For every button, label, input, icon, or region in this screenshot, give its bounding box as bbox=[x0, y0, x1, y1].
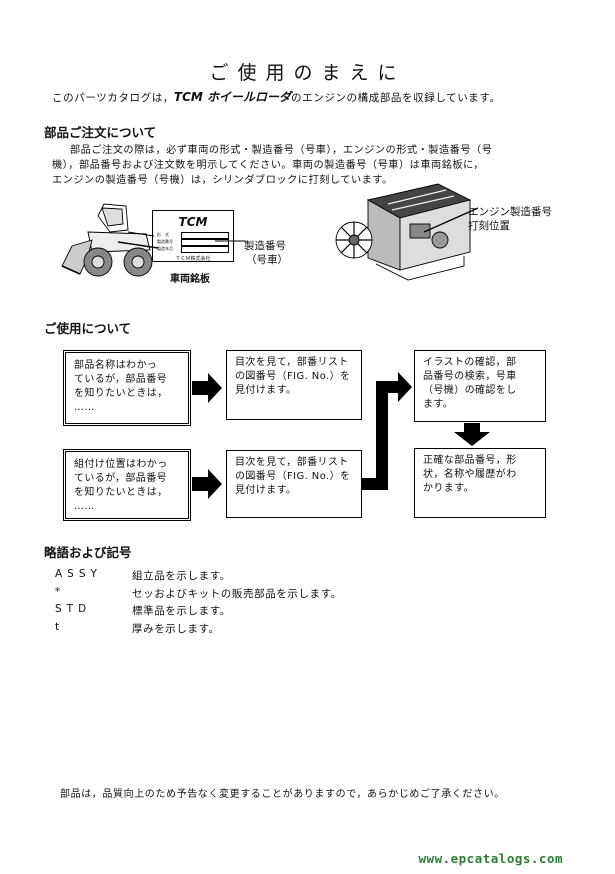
flow-text: を知りたいときは， bbox=[74, 487, 168, 498]
abbr-desc: セッおよびキットの販売部品を示します。 bbox=[132, 588, 342, 600]
arrow-down-icon bbox=[454, 423, 490, 446]
intro-before: このパーツカタログは， bbox=[52, 92, 174, 104]
flow-text: 見付けます。 bbox=[235, 385, 297, 396]
flow-text: 目次を見て，部番リスト bbox=[235, 457, 349, 468]
engine-label-line-1: エンジン製造番号 bbox=[468, 206, 552, 218]
plate-label-line-2: （号車） bbox=[246, 254, 288, 266]
abbr-desc: 組立品を示します。 bbox=[132, 570, 231, 582]
wheel-loader-illustration bbox=[61, 203, 158, 277]
flow-text: 状，名称や履歴がわ bbox=[423, 469, 517, 480]
abbr-key: t bbox=[55, 621, 65, 633]
plate-row-serial: 製造番号 bbox=[157, 239, 173, 244]
flow-text: 組付け位置はわかっ bbox=[74, 459, 168, 470]
page-title: ご使用のまえに bbox=[209, 62, 406, 84]
usage-heading: ご使用について bbox=[44, 321, 132, 336]
footer-note: 部品は，品質向上のため予告なく変更することがありますので，あらかじめご了承くださ… bbox=[60, 789, 505, 800]
order-line-3: エンジンの製造番号（号機）は，シリンダブロックに打刻しています。 bbox=[52, 175, 393, 186]
flow-text: 目次を見て，部番リスト bbox=[235, 357, 349, 368]
plate-field bbox=[181, 232, 229, 239]
order-paragraph: 部品ご注文の際は，必ず車両の形式・製造番号（号車），エンジンの形式・製造番号（号… bbox=[52, 143, 562, 188]
plate-caption: 車両銘板 bbox=[170, 274, 210, 285]
flow-box-index-lookup-1: 目次を見て，部番リスト の図番号（FIG. No.）を 見付けます。 bbox=[226, 350, 362, 420]
order-line-1: 部品ご注文の際は，必ず車両の形式・製造番号（号車），エンジンの形式・製造番号（号 bbox=[70, 145, 493, 156]
vehicle-nameplate: TCM 形 式 製造番号 製造年月 ＴＣＭ株式会社 bbox=[152, 210, 234, 262]
plate-label-line-1: 製造番号 bbox=[244, 240, 286, 252]
order-heading: 部品ご注文について bbox=[44, 125, 157, 140]
flow-text: 部品名称はわかっ bbox=[74, 360, 158, 371]
plate-maker: ＴＣＭ株式会社 bbox=[175, 256, 211, 262]
abbr-heading: 略語および記号 bbox=[44, 545, 132, 560]
flow-box-position-known: 組付け位置はわかっ ているが，部品番号 を知りたいときは， …… bbox=[63, 449, 191, 521]
intro-after: のエンジンの構成部品を収録しています。 bbox=[291, 92, 501, 104]
leader-line bbox=[215, 240, 245, 242]
flow-text: イラストの確認，部 bbox=[423, 357, 517, 368]
connector-line bbox=[376, 381, 388, 490]
abbr-desc: 標準品を示します。 bbox=[132, 605, 231, 617]
intro-text: このパーツカタログは，TCM ホイールローダのエンジンの構成部品を収録しています… bbox=[52, 88, 501, 105]
plate-row-model: 形 式 bbox=[157, 232, 169, 237]
tcm-logo: TCM bbox=[178, 215, 208, 229]
flow-text: の図番号（FIG. No.）を bbox=[235, 471, 351, 482]
engine-label-line-2: 打刻位置 bbox=[468, 220, 510, 232]
order-line-2: 機），部品番号および注文数を明示してください。車両の製造番号（号車）は車両銘板に… bbox=[52, 160, 484, 171]
flow-text: の図番号（FIG. No.）を bbox=[235, 371, 351, 382]
flow-text: かります。 bbox=[423, 483, 474, 494]
flow-text: 正確な部品番号，形 bbox=[423, 455, 517, 466]
arrow-right-icon bbox=[376, 372, 412, 402]
flow-text: …… bbox=[74, 501, 95, 512]
flow-text: 見付けます。 bbox=[235, 485, 297, 496]
engine-illustration bbox=[335, 183, 478, 281]
flow-text: ます。 bbox=[423, 399, 454, 410]
flow-text: を知りたいときは， bbox=[74, 388, 168, 399]
plate-field bbox=[181, 239, 229, 246]
flow-box-index-lookup-2: 目次を見て，部番リスト の図番号（FIG. No.）を 見付けます。 bbox=[226, 450, 362, 518]
arrow-right-icon bbox=[192, 469, 222, 499]
abbr-desc: 厚みを示します。 bbox=[132, 623, 220, 635]
flow-box-result: 正確な部品番号，形 状，名称や履歴がわ かります。 bbox=[414, 448, 546, 518]
abbr-key: STD bbox=[55, 603, 92, 615]
abbr-key: * bbox=[55, 586, 66, 598]
abbr-key: ASSY bbox=[55, 568, 102, 580]
intro-brand: TCM ホイールローダ bbox=[173, 90, 292, 104]
engine-label: エンジン製造番号 打刻位置 bbox=[468, 205, 552, 233]
arrow-right-icon bbox=[192, 373, 222, 403]
flow-box-part-name-known: 部品名称はわかっ ているが，部品番号 を知りたいときは， …… bbox=[63, 350, 191, 426]
flow-text: ているが，部品番号 bbox=[74, 374, 167, 385]
plate-label: 製造番号 （号車） bbox=[244, 239, 288, 267]
plate-row-date: 製造年月 bbox=[157, 246, 173, 251]
flow-box-illustration-check: イラストの確認，部 品番号の検索，号車 （号機）の確認をし ます。 bbox=[414, 350, 546, 422]
flow-text: …… bbox=[74, 402, 95, 413]
watermark: www.epcatalogs.com bbox=[418, 851, 563, 866]
flow-text: （号機）の確認をし bbox=[423, 385, 517, 396]
flow-text: ているが，部品番号 bbox=[74, 473, 167, 484]
plate-field bbox=[181, 246, 229, 253]
flow-text: 品番号の検索，号車 bbox=[423, 371, 517, 382]
